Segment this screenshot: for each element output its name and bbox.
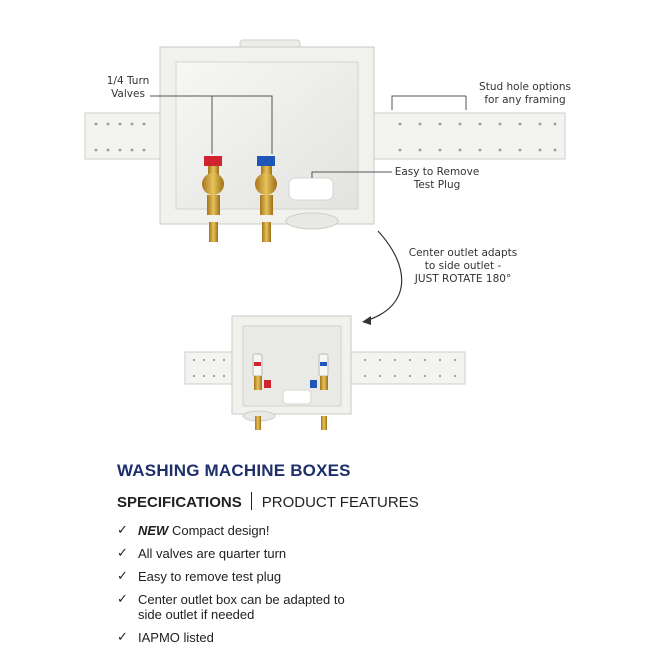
- callout-line: Valves: [111, 88, 145, 100]
- callout-line: for any framing: [484, 94, 566, 106]
- callout-line: Test Plug: [413, 179, 461, 191]
- divider: [250, 492, 252, 510]
- feature-list: ✓ NEW Compact design! ✓ All valves are qua…: [117, 523, 345, 653]
- hot-valve-small-icon: [252, 353, 271, 430]
- feature-text-continuation: side outlet if needed: [138, 607, 255, 622]
- specifications-label: SPECIFICATIONS: [117, 494, 242, 511]
- callout-quarter-turn: 1/4 Turn Valves: [98, 75, 158, 101]
- callout-line: JUST ROTATE 180°: [414, 273, 512, 285]
- callout-stud-holes: Stud hole options for any framing: [470, 81, 580, 107]
- page-title: WASHING MACHINE BOXES: [117, 461, 351, 480]
- callout-test-plug: Easy to Remove Test Plug: [392, 166, 482, 192]
- callout-leaders: [150, 95, 467, 178]
- callout-line: Center outlet adapts: [408, 247, 518, 259]
- arrow-head-icon: [362, 316, 371, 325]
- hot-valve-icon: [202, 156, 224, 242]
- list-item: ✓ NEW Compact design!: [117, 523, 345, 538]
- product-features-label: PRODUCT FEATURES: [261, 494, 419, 511]
- feature-text: Easy to remove test plug: [138, 569, 282, 584]
- callout-center-outlet: Center outlet adapts to side outlet - JU…: [402, 247, 524, 286]
- product-illustration-side-outlet: [184, 315, 466, 430]
- check-icon: ✓: [117, 523, 128, 538]
- check-icon: ✓: [117, 630, 128, 645]
- subheading: SPECIFICATIONS PRODUCT FEATURES: [117, 492, 419, 511]
- arrow-icon: [367, 230, 403, 321]
- check-icon: ✓: [117, 592, 128, 607]
- callout-line: 1/4 Turn: [106, 75, 150, 87]
- cold-valve-small-icon: [310, 353, 329, 430]
- feature-text: All valves are quarter turn: [138, 546, 287, 561]
- product-illustration-center-outlet: [84, 39, 566, 325]
- check-icon: ✓: [117, 569, 128, 584]
- list-item: ✓ IAPMO listed: [117, 630, 345, 645]
- feature-emphasis: NEW: [138, 523, 169, 538]
- check-icon: ✓: [117, 546, 128, 561]
- outlet-box-small: [231, 315, 352, 422]
- list-item: ✓ Easy to remove test plug: [117, 569, 345, 584]
- feature-text: Center outlet box can be adapted to: [138, 592, 345, 607]
- callout-line: Stud hole options: [479, 81, 571, 93]
- callout-line: Easy to Remove: [394, 166, 480, 178]
- cold-valve-icon: [255, 156, 277, 242]
- feature-text: Compact design!: [168, 523, 270, 538]
- list-item: ✓ All valves are quarter turn: [117, 546, 345, 561]
- feature-text: IAPMO listed: [138, 630, 214, 645]
- callout-line: to side outlet -: [424, 260, 502, 272]
